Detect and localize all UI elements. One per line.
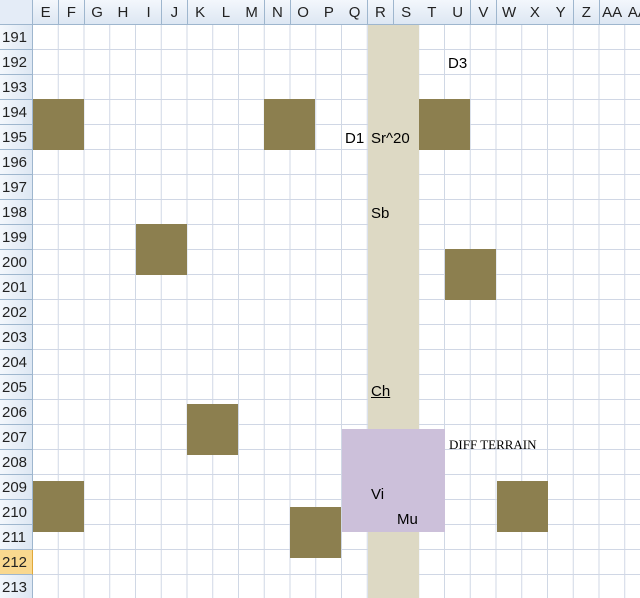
cell-s210[interactable]: Mu	[397, 511, 418, 528]
column-header-u[interactable]: U	[445, 0, 472, 25]
column-header-q[interactable]: Q	[342, 0, 369, 25]
row-header-191[interactable]: 191	[0, 25, 33, 50]
diff-terrain-area	[342, 429, 445, 532]
cell-r209[interactable]: Vi	[371, 486, 385, 503]
filled-block-u200	[445, 249, 496, 300]
column-header-f[interactable]: F	[58, 0, 85, 25]
filled-block-n194	[264, 99, 315, 150]
row-header-213[interactable]: 213	[0, 575, 33, 598]
row-header-201[interactable]: 201	[0, 275, 33, 300]
column-header-v[interactable]: V	[470, 0, 497, 25]
cell-r195[interactable]: Sr^20	[371, 130, 410, 147]
column-header-k[interactable]: K	[187, 0, 214, 25]
filled-block-i199	[136, 224, 187, 275]
row-header-212[interactable]: 212	[0, 550, 33, 575]
row-header-202[interactable]: 202	[0, 300, 33, 325]
filled-block-o210	[290, 507, 341, 558]
row-header-194[interactable]: 194	[0, 100, 33, 125]
column-header-l[interactable]: L	[213, 0, 240, 25]
column-header-z[interactable]: Z	[573, 0, 600, 25]
row-header-207[interactable]: 207	[0, 425, 33, 450]
row-header-200[interactable]: 200	[0, 250, 33, 275]
column-header-o[interactable]: O	[290, 0, 317, 25]
row-header-195[interactable]: 195	[0, 125, 33, 150]
cell-q195[interactable]: D1	[345, 130, 365, 147]
column-header-r[interactable]: R	[367, 0, 394, 25]
select-all-corner[interactable]	[0, 0, 33, 25]
column-header-n[interactable]: N	[264, 0, 291, 25]
filled-block-e209	[33, 481, 84, 532]
row-header-196[interactable]: 196	[0, 150, 33, 175]
row-header-208[interactable]: 208	[0, 450, 33, 475]
row-header-197[interactable]: 197	[0, 175, 33, 200]
column-header-p[interactable]: P	[316, 0, 343, 25]
row-header-192[interactable]: 192	[0, 50, 33, 75]
column-header-s[interactable]: S	[393, 0, 420, 25]
column-header-y[interactable]: Y	[548, 0, 575, 25]
row-header-206[interactable]: 206	[0, 400, 33, 425]
filled-block-w209	[497, 481, 548, 532]
column-header-g[interactable]: G	[84, 0, 111, 25]
column-header-t[interactable]: T	[419, 0, 446, 25]
column-header-e[interactable]: E	[33, 0, 60, 25]
column-header-i[interactable]: I	[136, 0, 163, 25]
row-header-211[interactable]: 211	[0, 525, 33, 550]
column-header-aa[interactable]: AA	[625, 0, 640, 25]
filled-block-k206	[187, 404, 238, 455]
column-header-j[interactable]: J	[161, 0, 188, 25]
row-header-193[interactable]: 193	[0, 75, 33, 100]
cell-r198[interactable]: Sb	[371, 205, 390, 222]
row-header-205[interactable]: 205	[0, 375, 33, 400]
column-header-h[interactable]: H	[110, 0, 137, 25]
filled-block-e194	[33, 99, 84, 150]
column-header-m[interactable]: M	[239, 0, 266, 25]
row-header-204[interactable]: 204	[0, 350, 33, 375]
row-header-199[interactable]: 199	[0, 225, 33, 250]
column-header-w[interactable]: W	[496, 0, 523, 25]
cell-u192[interactable]: D3	[448, 55, 468, 72]
row-header-198[interactable]: 198	[0, 200, 33, 225]
column-header-aa[interactable]: AA	[599, 0, 626, 25]
row-header-203[interactable]: 203	[0, 325, 33, 350]
row-header-210[interactable]: 210	[0, 500, 33, 525]
cell-r205[interactable]: Ch	[371, 383, 391, 400]
filled-block-t194	[419, 99, 470, 150]
cell-t207[interactable]: DIFF TERRAIN	[449, 437, 537, 452]
column-header-x[interactable]: X	[522, 0, 549, 25]
row-header-209[interactable]: 209	[0, 475, 33, 500]
